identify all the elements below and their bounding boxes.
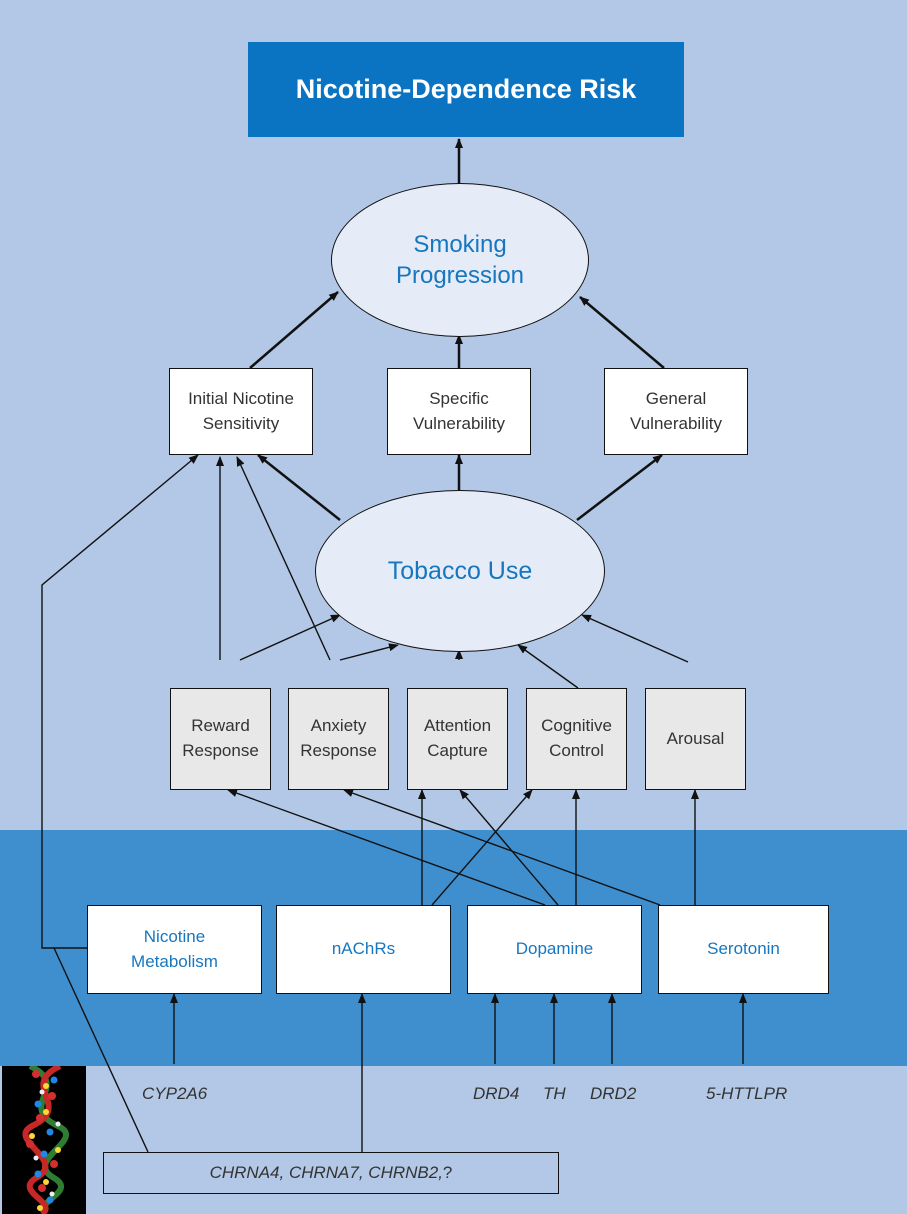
serotonin-box: Serotonin — [658, 905, 829, 994]
box-label-line-1: Initial Nicotine — [188, 388, 294, 408]
arrow-reward-to-tobacco — [239, 614, 341, 661]
arrow-tobacco-to-general — [576, 454, 663, 521]
arrow-nachrs-to-cognitive — [431, 789, 533, 906]
box-label-line-2: Vulnerability — [630, 413, 722, 433]
arrow-tobacco-to-sensitivity — [257, 454, 341, 521]
box-label-line-2: Capture — [427, 741, 488, 760]
box-label-line-1: Anxiety — [310, 716, 367, 736]
gene-cyp2a6: CYP2A6 — [142, 1084, 208, 1103]
arrow-sensitivity-to-progression — [249, 291, 339, 369]
nicotine-metabolism-box: Nicotine Metabolism — [87, 905, 262, 994]
smoking-progression-line-1: Smoking — [413, 230, 507, 258]
gene-drd4: DRD4 — [473, 1084, 520, 1103]
smoking-progression-ellipse: Smoking Progression — [331, 183, 589, 337]
arousal-box: Arousal — [645, 688, 746, 790]
arrow-arousal-to-tobacco — [581, 614, 689, 663]
specific-vulnerability-box: Specific Vulnerability — [387, 368, 531, 455]
arousal-label: Arousal — [666, 728, 725, 748]
gene-5-httlpr: 5-HTTLPR — [706, 1084, 788, 1103]
nachrs-label: nAChRs — [331, 939, 396, 959]
box-label-line-1: Cognitive — [541, 716, 612, 736]
arrow-anxiety-to-sensitivity — [236, 456, 331, 661]
arrow-dopamine-to-attention — [459, 789, 559, 906]
dna-helix-image — [2, 1066, 86, 1214]
general-vulnerability-box: General Vulnerability — [604, 368, 748, 455]
arrow-metabolism-to-sensitivity — [41, 454, 199, 949]
box-label-line-2: Sensitivity — [202, 413, 280, 433]
arrow-dopamine-to-reward — [227, 789, 546, 906]
nachrs-box: nAChRs — [276, 905, 451, 994]
smoking-progression-line-2: Progression — [395, 262, 525, 289]
box-label-line-2: Vulnerability — [413, 413, 505, 433]
diagram-title: Nicotine-Dependence Risk — [295, 74, 637, 104]
chrna-question-mark: ? — [442, 1163, 453, 1182]
initial-nicotine-sensitivity-box: Initial Nicotine Sensitivity — [169, 368, 313, 455]
nicotine-dependence-risk-box: Nicotine-Dependence Risk — [248, 42, 684, 137]
anxiety-response-box: Anxiety Response — [288, 688, 389, 790]
arrow-general-to-progression — [579, 296, 665, 369]
arrow-serotonin-to-anxiety — [343, 789, 661, 906]
box-label-line-2: Control — [549, 741, 604, 760]
box-label-line-1: Nicotine — [143, 926, 206, 946]
chrna-genes-box: CHRNA4, CHRNA7, CHRNB2, ? — [103, 1152, 559, 1194]
box-label-line-2: Metabolism — [131, 951, 218, 971]
chrna-gene-list: CHRNA4, CHRNA7, CHRNB2, — [209, 1163, 443, 1182]
arrow-anxiety-to-tobacco — [339, 643, 399, 661]
arrow-cognitive-to-tobacco — [517, 644, 579, 689]
dopamine-label: Dopamine — [515, 939, 594, 959]
reward-response-box: Reward Response — [170, 688, 271, 790]
dopamine-box: Dopamine — [467, 905, 642, 994]
box-label-line-2: Response — [182, 741, 259, 760]
box-label-line-1: General — [645, 388, 707, 408]
tobacco-use-label: Tobacco Use — [387, 556, 533, 585]
attention-capture-box: Attention Capture — [407, 688, 508, 790]
line-chrna-to-metabolism — [53, 947, 149, 1153]
box-label-line-1: Reward — [191, 716, 250, 736]
tobacco-use-ellipse: Tobacco Use — [315, 490, 605, 652]
gene-drd2: DRD2 — [590, 1084, 637, 1103]
serotonin-label: Serotonin — [707, 939, 780, 959]
cognitive-control-box: Cognitive Control — [526, 688, 627, 790]
box-label-line-2: Response — [300, 741, 377, 760]
dna-helix-graphic — [22, 1066, 69, 1214]
box-label-line-1: Attention — [423, 716, 492, 736]
box-label-line-1: Specific — [429, 388, 489, 408]
gene-th: TH — [543, 1084, 566, 1103]
